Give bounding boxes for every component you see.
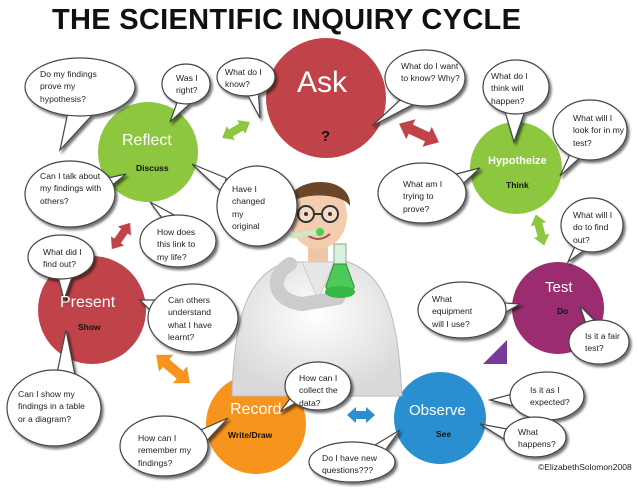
hypothesize-sub: Think [506,180,529,190]
scientist-child-image [231,181,403,397]
question-what-happens: What happens? [518,427,556,450]
reflect-sub: Discuss [136,163,169,173]
question-what-do-i-know: What do I know? [225,67,262,90]
ask-symbol: ? [321,128,331,145]
bubble-fair-test [568,305,630,365]
bubble-collect-data [279,361,352,413]
arrow-test-observe [483,340,507,364]
question-what-did-i-find: What did I find out? [43,247,82,270]
test-label: Test [545,279,573,296]
reflect-label: Reflect [122,132,172,149]
hypothesize-circle [470,122,562,214]
question-what-will-i-do: What will I do to find out? [573,210,613,245]
question-link-to-life: How does this link to my life? [157,227,196,262]
observe-circle [394,372,486,464]
bubble-want-to-know [371,49,466,127]
question-think-will-happen: What do I think will happen? [491,71,528,106]
question-equipment: What equipment will I use? [432,294,473,329]
question-want-to-know: What do I want to know? Why? [401,61,460,84]
bubble-think-will-happen [482,59,550,144]
arrow-record-present [156,354,190,384]
question-talk-about: Can I talk about my findings with others… [40,171,102,206]
bubble-as-expected [487,371,585,421]
hypothesize-label: Hypotheize [488,155,547,167]
bubble-what-happens [479,416,567,458]
question-was-i-right: Was I right? [176,73,198,96]
question-have-i-changed: Have I changed my original [232,184,265,232]
page-title: THE SCIENTIFIC INQUIRY CYCLE [52,4,522,36]
question-trying-to-prove: What am I trying to prove? [403,179,443,214]
question-remember-findings: How can I remember my findings? [138,433,192,468]
observe-label: Observe [409,402,466,419]
observe-sub: See [436,429,452,439]
bubble-new-questions [308,429,401,483]
bubble-was-i-right [161,63,211,123]
arrow-present-reflect [111,222,131,250]
question-show-findings: Can I show my findings in a table or a d… [18,389,85,424]
bubble-talk-about [24,160,127,228]
bubble-others-understand [138,283,239,353]
arrow-reflect-ask [222,120,250,140]
record-label: Record [230,401,282,418]
record-circle [206,374,306,474]
question-as-expected: Is it as I expected? [530,385,570,408]
bubble-link-to-life [139,201,217,268]
question-others-understand: Can others understand what I have learnt… [168,295,212,343]
bubble-remember-findings [119,415,229,477]
present-sub: Show [78,322,101,332]
bubble-findings-prove [24,57,136,153]
bubble-trying-to-prove [377,162,481,224]
arrow-observe-record [347,407,375,423]
question-new-questions: Do I have new questions??? [322,453,377,476]
bubble-what-did-i-find [27,234,95,303]
question-findings-prove: Do my findings prove my hypothesis? [40,69,97,104]
speech-bubbles [6,49,630,483]
present-label: Present [60,294,116,311]
test-sub: Do [557,306,569,316]
record-sub: Write/Draw [228,430,273,440]
bubble-look-for [552,99,628,177]
question-collect-data: How can I collect the data? [299,373,338,408]
arrow-hypothesize-test [530,214,550,246]
ask-circle [266,38,386,158]
copyright-text: ©ElizabethSolomon2008 [538,462,632,472]
bubble-what-do-i-know [216,57,276,119]
bubble-have-i-changed [191,163,298,247]
bubble-show-findings [6,329,102,447]
bubble-what-will-i-do [560,197,624,264]
ask-label: Ask [297,66,348,99]
question-fair-test: Is it a fair test? [585,331,620,354]
question-look-for: What will I look for in my test? [573,113,625,148]
bubble-equipment [417,281,523,339]
arrow-ask-hypothesize [399,119,439,147]
